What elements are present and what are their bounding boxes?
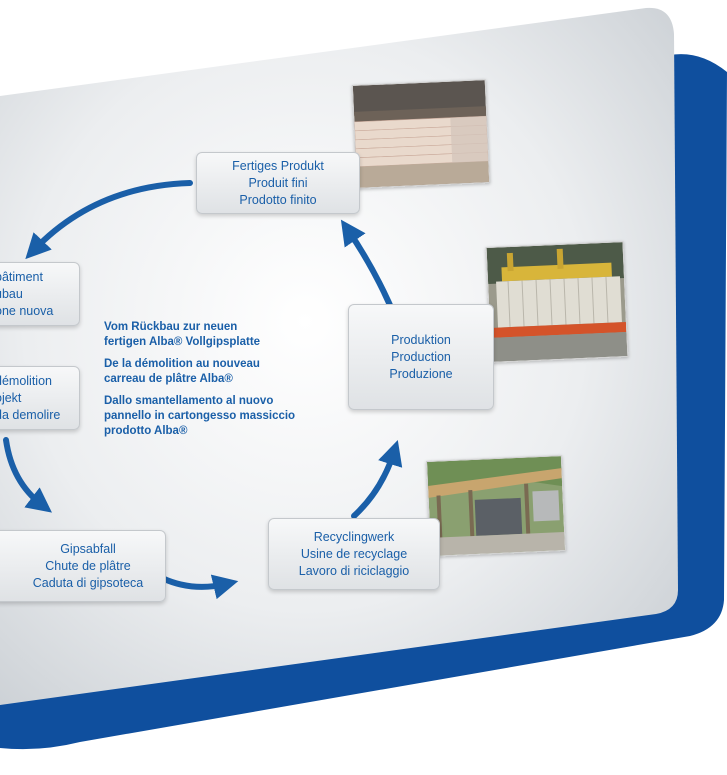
node-recycling-plant-it: Lavoro di riciclaggio (298, 563, 410, 578)
node-production-fr: Production (391, 349, 451, 364)
caption-it-line2: pannello in cartongesso massiccio (104, 410, 296, 422)
caption-fr-line1: De la démolition au nouveau (104, 358, 260, 370)
caption-it-line1: Dallo smantellamento al nuovo (104, 395, 274, 407)
center-caption: Vom Rückbau zur neuen fertigen Alba® Vol… (104, 320, 354, 446)
caption-de-line2: fertigen Alba® Vollgipsplatte (104, 336, 261, 348)
node-gypsum-waste-fr: Chute de plâtre (45, 558, 131, 573)
arrow-demolition-to-waste (3, 437, 52, 513)
caption-german: Vom Rückbau zur neuen fertigen Alba® Vol… (104, 320, 354, 350)
node-gypsum-waste-it: Caduta di gipsoteca (32, 575, 144, 590)
recycling-plant-photo (425, 455, 567, 557)
node-demolition-project: démolition ojekt da demolire (0, 366, 80, 430)
node-new-building: bâtiment ubau one nuova (0, 262, 80, 326)
node-recycling-plant-fr: Usine de recyclage (300, 546, 408, 561)
node-recycling-plant-de: Recyclingwerk (313, 529, 395, 544)
arrow-waste-to-recycling (159, 574, 239, 600)
node-demolition-project-it: da demolire (0, 407, 61, 422)
node-recycling-plant: Recyclingwerk Usine de recyclage Lavoro … (268, 518, 440, 590)
caption-de-line1: Vom Rückbau zur neuen (104, 321, 238, 333)
node-new-building-fr: bâtiment (0, 269, 43, 284)
caption-it-line3: prodotto Alba® (104, 425, 188, 437)
caption-french: De la démolition au nouveau carreau de p… (104, 357, 354, 387)
node-finished-product-it: Prodotto finito (239, 192, 317, 207)
node-finished-product-de: Fertiges Produkt (232, 158, 324, 173)
node-gypsum-waste-de: Gipsabfall (60, 541, 116, 556)
node-gypsum-waste: Gipsabfall Chute de plâtre Caduta di gip… (0, 530, 166, 602)
caption-italian: Dallo smantellamento al nuovo pannello i… (104, 394, 354, 439)
production-machine-photo (485, 241, 629, 363)
node-production: Produktion Production Produzione (348, 304, 494, 410)
node-new-building-it: one nuova (0, 303, 54, 318)
arrow-recycling-to-production (351, 439, 403, 519)
node-finished-product-fr: Produit fini (248, 175, 308, 190)
node-finished-product: Fertiges Produkt Produit fini Prodotto f… (196, 152, 360, 214)
arrow-product-to-building (25, 180, 193, 260)
product-stack-photo (351, 79, 491, 189)
node-demolition-project-de: ojekt (0, 390, 22, 405)
node-new-building-de: ubau (0, 286, 23, 301)
node-production-de: Produktion (391, 332, 451, 347)
node-demolition-project-fr: démolition (0, 373, 52, 388)
caption-fr-line2: carreau de plâtre Alba® (104, 373, 233, 385)
node-production-it: Produzione (389, 366, 453, 381)
